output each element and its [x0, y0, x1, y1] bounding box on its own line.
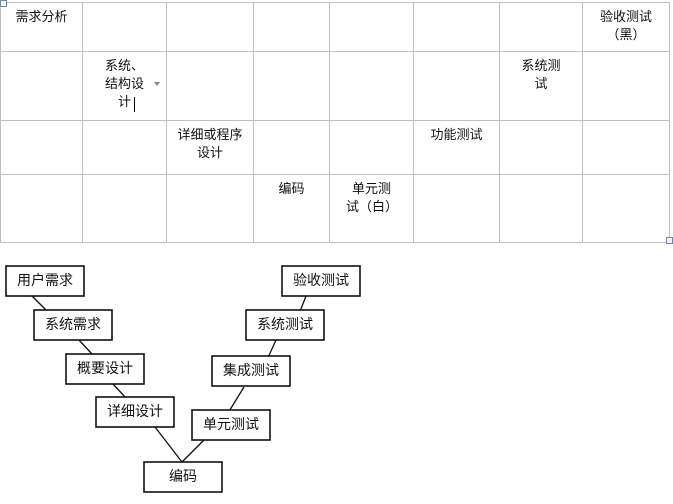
text-cursor [134, 97, 135, 112]
connector-line [227, 386, 245, 414]
step-box: 编码 [143, 461, 223, 493]
table-cell[interactable] [166, 174, 254, 243]
table-cell[interactable] [253, 51, 330, 121]
v-model-table: 需求分析 验收测试（黑） 系统、结构设计 系统测试 详细或程序设计 功能测试 [0, 2, 670, 243]
dropdown-arrow-icon[interactable] [154, 82, 160, 86]
step-box: 系统需求 [33, 309, 113, 341]
table-cell[interactable]: 验收测试（黑） [582, 2, 670, 52]
step-label: 编码 [169, 469, 197, 485]
table-row: 编码 单元测试（白） [0, 174, 670, 243]
table-row: 需求分析 验收测试（黑） [0, 2, 670, 52]
table-move-handle[interactable] [0, 0, 7, 7]
table-cell[interactable] [329, 51, 414, 121]
connector-line [181, 439, 205, 463]
step-box: 单元测试 [191, 409, 271, 441]
table-cell[interactable]: 功能测试 [413, 120, 500, 175]
table-row: 系统、结构设计 系统测试 [0, 51, 670, 121]
step-box: 系统测试 [245, 309, 325, 341]
table-cell[interactable] [413, 174, 500, 243]
step-label: 概要设计 [77, 361, 133, 377]
table-cell[interactable] [0, 51, 83, 121]
v-model-diagram: 用户需求 系统需求 概要设计 详细设计 编码 单元测试 集成测试 系统测试 验收… [5, 265, 361, 493]
step-label: 系统需求 [45, 317, 101, 333]
table-cell[interactable] [82, 2, 167, 52]
table-cell[interactable]: 系统测试 [499, 51, 583, 121]
table-cell[interactable] [499, 174, 583, 243]
connector-line [111, 382, 127, 399]
table-cell[interactable] [329, 2, 414, 52]
table-cell[interactable] [582, 120, 670, 175]
step-label: 单元测试 [203, 417, 259, 433]
table-cell[interactable] [0, 174, 83, 243]
table-cell[interactable] [166, 2, 254, 52]
table-cell[interactable]: 单元测试（白） [329, 174, 414, 243]
step-label: 集成测试 [223, 362, 279, 379]
table-cell[interactable] [413, 2, 500, 52]
table-cell[interactable]: 编码 [253, 174, 330, 243]
step-label: 验收测试 [293, 273, 349, 289]
table-cell[interactable] [329, 120, 414, 175]
table-cell[interactable] [0, 120, 83, 175]
table-cell[interactable] [582, 51, 670, 121]
table-cell[interactable] [499, 2, 583, 52]
table-cell[interactable] [82, 174, 167, 243]
step-box: 概要设计 [65, 353, 145, 385]
table-cell[interactable] [582, 174, 670, 243]
connector-line [154, 426, 183, 463]
table-cell[interactable] [253, 2, 330, 52]
step-box: 用户需求 [5, 265, 85, 297]
step-box: 详细设计 [95, 396, 175, 428]
table-cell[interactable]: 详细或程序设计 [166, 120, 254, 175]
step-label: 用户需求 [17, 272, 73, 289]
table-cell[interactable] [413, 51, 500, 121]
table-resize-handle[interactable] [666, 237, 673, 244]
step-label: 详细设计 [107, 404, 163, 420]
table-cell[interactable] [166, 51, 254, 121]
table-cell[interactable] [82, 120, 167, 175]
step-label: 系统测试 [257, 317, 313, 333]
table-cell[interactable]: 需求分析 [0, 2, 83, 52]
table-cell-active[interactable]: 系统、结构设计 [82, 51, 167, 121]
step-box: 验收测试 [281, 265, 361, 297]
connector-line [77, 338, 93, 355]
table-row: 详细或程序设计 功能测试 [0, 120, 670, 175]
step-box: 集成测试 [211, 355, 291, 387]
table-cell[interactable] [253, 120, 330, 175]
table-cell[interactable] [499, 120, 583, 175]
